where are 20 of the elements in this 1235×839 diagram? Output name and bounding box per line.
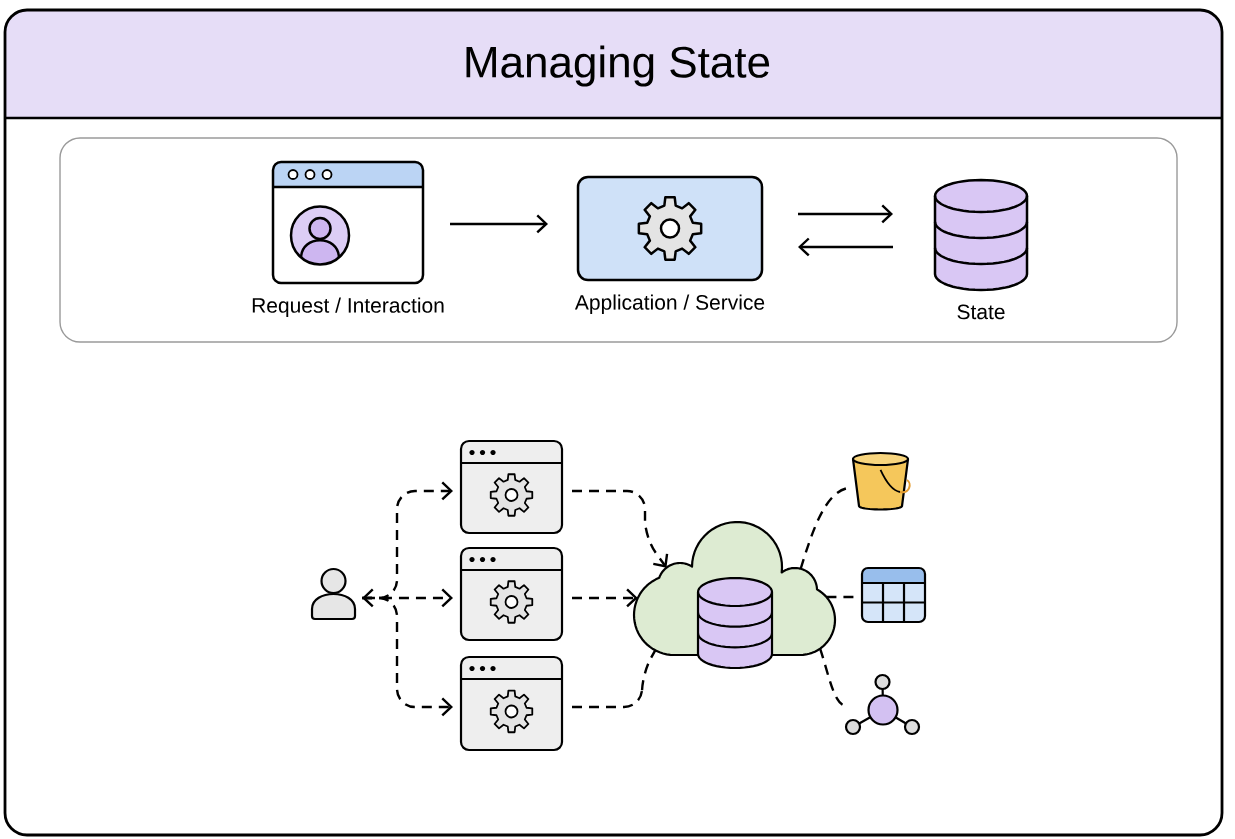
person-icon bbox=[310, 567, 357, 621]
node-label: State bbox=[957, 304, 1005, 320]
arrow bbox=[450, 214, 548, 234]
bucket-icon bbox=[851, 451, 911, 511]
dashed-double-arrow bbox=[362, 588, 453, 608]
dashed-arrow bbox=[362, 596, 453, 717]
node-label: Application / Service bbox=[574, 294, 765, 314]
title: Managing State bbox=[466, 45, 770, 87]
node-label: Request / Interaction bbox=[252, 297, 444, 317]
dashed-connector-line bbox=[818, 648, 844, 706]
database-cylinder bbox=[696, 576, 774, 670]
dashed-arrow bbox=[572, 588, 638, 608]
dashed-connector-line bbox=[826, 595, 855, 599]
arrow bbox=[798, 237, 893, 257]
dashed-connector-line bbox=[799, 486, 849, 570]
dashed-arrow bbox=[572, 489, 669, 568]
table-icon bbox=[860, 566, 927, 624]
dashed-connector-line bbox=[572, 649, 657, 709]
network-icon bbox=[844, 673, 921, 736]
arrow bbox=[798, 204, 893, 224]
